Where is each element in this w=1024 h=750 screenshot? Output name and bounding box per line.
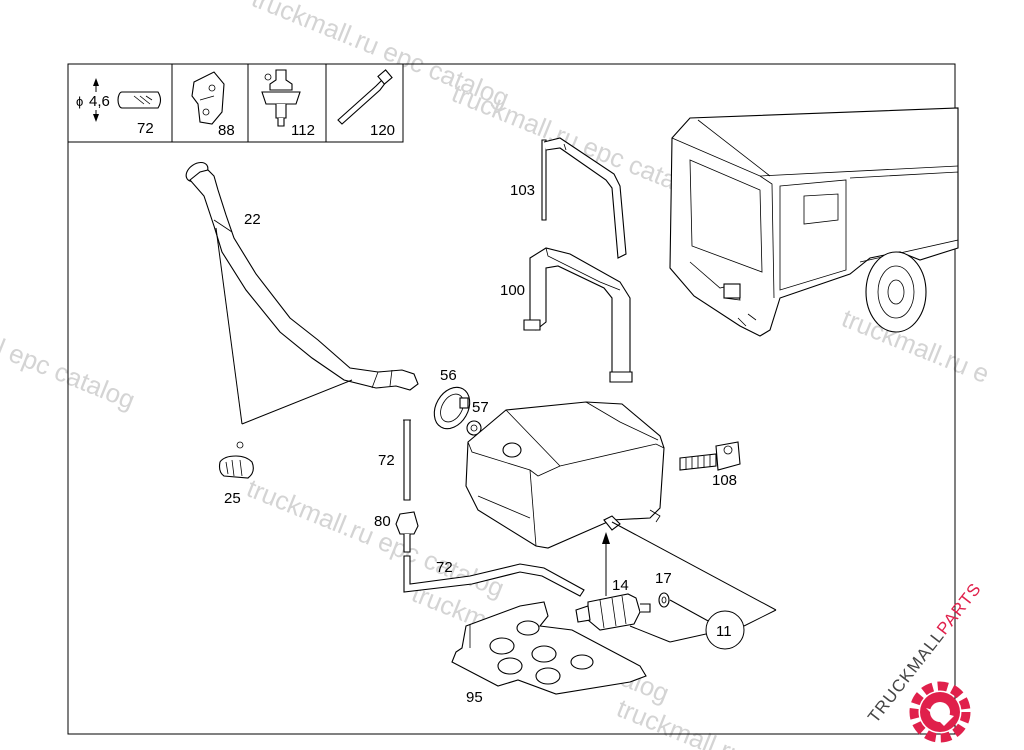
part-label-57: 57 (472, 399, 489, 416)
part-label-72: 72 (436, 559, 453, 576)
legend-box: ϕ 4,6 72 88 (67, 63, 404, 143)
part-label-72: 72 (378, 452, 395, 469)
part-label-108: 108 (712, 472, 737, 489)
part-label-80: 80 (374, 513, 391, 530)
legend-label: 72 (137, 120, 154, 137)
seal-part[interactable]: 17 (655, 570, 672, 608)
watermark-text: truckmall.ru (613, 693, 749, 750)
legend-item-valve[interactable]: 112 (261, 69, 315, 139)
pump-arrow (602, 532, 610, 596)
bus-outline (669, 107, 959, 337)
legend-item-cable-tie[interactable]: 120 (337, 69, 395, 139)
washer-tank-part[interactable] (465, 401, 665, 549)
bracket-100-part[interactable]: 100 (500, 247, 633, 383)
brand-logo: TRUCKMALLPARTS (864, 579, 985, 743)
part-label-22: 22 (244, 211, 261, 228)
hose-72-part[interactable]: 72 (403, 555, 585, 597)
bracket-103-part[interactable]: 103 (510, 137, 627, 259)
diameter-symbol: ϕ (76, 94, 83, 109)
clamp-part[interactable]: 56 (427, 367, 477, 435)
filler-neck-part[interactable]: 22 (183, 159, 419, 391)
legend-item-hose[interactable]: ϕ 4,6 72 (76, 78, 162, 137)
cable-tie-icon (337, 69, 393, 125)
part-label-25: 25 (224, 490, 241, 507)
part-label-95: 95 (466, 689, 483, 706)
tube-72-part[interactable]: 72 (378, 419, 411, 501)
legend-label: 120 (370, 122, 395, 139)
part-label-11: 11 (716, 623, 732, 640)
hose-icon (117, 91, 162, 109)
gear-icon (909, 681, 971, 743)
legend-label: 112 (291, 122, 315, 139)
diagram-frame (67, 63, 956, 735)
mounting-plate-part[interactable]: 95 (451, 601, 647, 706)
valve-icon (261, 69, 301, 127)
bolt-part[interactable]: 108 (679, 441, 741, 489)
fitting-part[interactable]: 57 (466, 399, 489, 436)
part-label-14: 14 (612, 577, 629, 594)
watermark-text: l epc catalog (0, 333, 139, 416)
part-label-103: 103 (510, 182, 535, 199)
part-label-56: 56 (440, 367, 457, 384)
bracket-icon (191, 71, 225, 125)
diameter-value: 4,6 (89, 93, 110, 110)
washer-pump-part[interactable]: 14 (575, 577, 651, 631)
part-label-17: 17 (655, 570, 672, 587)
callout-11[interactable]: 11 (611, 521, 777, 650)
level-sensor-part[interactable]: 80 (374, 511, 419, 553)
legend-label: 88 (218, 122, 235, 139)
part-label-100: 100 (500, 282, 525, 299)
hose-clamp-part[interactable]: 25 (218, 441, 254, 507)
legend-item-bracket[interactable]: 88 (191, 71, 235, 139)
